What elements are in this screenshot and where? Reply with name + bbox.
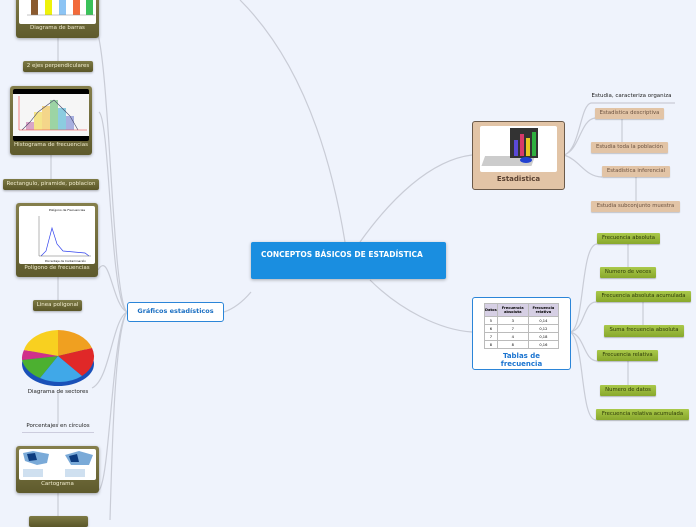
node-label: Cartograma — [41, 481, 74, 487]
estadistica-inferencial-node[interactable]: Estadística inferencial — [602, 166, 670, 177]
chart-xlabel: Porcentaje de Contaminación — [45, 259, 87, 263]
node-label: Estadistica — [496, 175, 541, 183]
frecuencia-relativa-acumulada-node[interactable]: Frecuencia relativa acumulada — [596, 409, 689, 420]
pie-chart-image — [20, 326, 96, 388]
numero-veces-node[interactable]: Numero de veces — [600, 267, 656, 278]
node-label: Tablas de frecuencia — [500, 352, 543, 368]
node-label: Diagrama de barras — [30, 25, 85, 31]
laptop-chart-image — [480, 126, 557, 172]
frecuencia-absoluta-acumulada-node[interactable]: Frecuencia absoluta acumulada — [596, 291, 691, 302]
suma-frecuencia-node[interactable]: Suma frecuencia absoluta — [604, 325, 684, 337]
estadistica-descriptiva-node[interactable]: Estadística descriptiva — [595, 108, 664, 119]
rectangulo-node[interactable]: Rectangulo, piramide, poblacion — [3, 179, 99, 190]
graficos-node[interactable]: Gráficos estadísticos — [127, 302, 224, 322]
bar-chart-image — [19, 0, 96, 24]
estadistica-node[interactable]: Estadistica — [472, 121, 565, 190]
numero-datos-node[interactable]: Numero de datos — [600, 385, 656, 396]
chart-title: Polígono de Frecuencias — [49, 208, 86, 212]
node-label: Histograma de frecuencias — [14, 142, 88, 148]
central-topic[interactable]: CONCEPTOS BÁSICOS DE ESTADÍSTICA — [251, 242, 446, 279]
poligono-node[interactable]: Polígono de Frecuencias Porcentaje de Co… — [16, 203, 98, 277]
histograma-node[interactable]: Histograma de frecuencias — [10, 86, 92, 155]
diagrama-sectores-node[interactable]: Diagrama de sectores — [27, 389, 89, 395]
histogram-image — [13, 89, 89, 141]
frecuencia-relativa-node[interactable]: Frecuencia relativa — [597, 350, 658, 361]
estudia-caracteriza-node[interactable]: Estudia, caracteriza organiza — [591, 93, 672, 99]
bottom-node[interactable] — [29, 516, 88, 527]
cartograma-node[interactable]: Cartograma — [16, 446, 99, 493]
map-image — [19, 449, 96, 480]
estudia-muestra-node[interactable]: Estudia subconjunto muestra — [591, 201, 680, 212]
frecuencia-absoluta-node[interactable]: Frecuencia absoluta — [597, 233, 660, 244]
polygon-chart-image: Polígono de Frecuencias Porcentaje de Co… — [19, 206, 95, 264]
ejes-node[interactable]: 2 ejes perpendiculares — [23, 61, 93, 72]
diagrama-barras-node[interactable]: Diagrama de barras — [16, 0, 99, 38]
estudia-poblacion-node[interactable]: Estudia toda la población — [591, 142, 668, 153]
node-label: Polígono de frecuencias — [24, 265, 90, 271]
central-title: CONCEPTOS BÁSICOS DE ESTADÍSTICA — [261, 250, 423, 259]
linea-poligonal-node[interactable]: Linea poligonal — [33, 300, 82, 311]
porcentajes-node[interactable]: Porcentajes en círculos — [22, 423, 94, 433]
